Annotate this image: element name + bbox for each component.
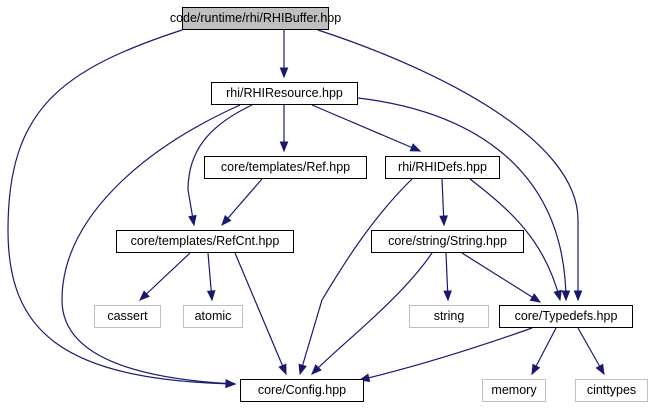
node-rhiresource-hpp[interactable]: rhi/RHIResource.hpp: [211, 82, 358, 105]
edge-ref-to-refcnt: [221, 178, 263, 227]
edge-rhidefs-to-config: [298, 178, 413, 376]
edge-typedefs-to-config: [358, 327, 533, 382]
node-refcnt-hpp[interactable]: core/templates/RefCnt.hpp: [116, 230, 294, 253]
edge-rhiresource-to-ref: [279, 105, 289, 153]
edge-rhiresource-to-rhidefs: [311, 104, 422, 152]
edge-rhibuffer-to-config: [7, 29, 237, 389]
node-rhidefs-hpp[interactable]: rhi/RHIDefs.hpp: [385, 156, 500, 179]
node-rhibuffer-hpp: code/runtime/rhi/RHIBuffer.hpp: [170, 7, 341, 30]
node-typedefs-hpp[interactable]: core/Typedefs.hpp: [499, 305, 633, 328]
node-memory: memory: [482, 379, 546, 402]
node-cassert: cassert: [94, 305, 161, 328]
edge-string-to-stringstd: [443, 252, 452, 302]
edge-rhiresource-to-config: [61, 104, 241, 388]
node-cinttypes: cinttypes: [575, 379, 648, 402]
node-config-hpp[interactable]: core/Config.hpp: [240, 379, 364, 402]
edge-rhibuffer-to-typedefs: [317, 29, 583, 302]
node-string-std: string: [409, 305, 489, 328]
edge-typedefs-to-memory: [531, 327, 557, 376]
edge-typedefs-to-cinttypes: [577, 327, 605, 376]
edge-rhibuffer-to-rhiresource: [279, 30, 289, 79]
edge-rhidefs-to-typedefs: [469, 178, 562, 302]
edge-rhiresource-to-typedefs: [357, 97, 571, 302]
edge-refcnt-to-config: [234, 252, 287, 376]
edge-refcnt-to-cassert: [139, 252, 191, 301]
edge-refcnt-to-atomic: [206, 252, 216, 302]
edge-rhiresource-to-refcnt: [187, 104, 253, 227]
node-string-hpp[interactable]: core/string/String.hpp: [371, 230, 524, 253]
edge-string-to-typedefs: [461, 252, 542, 303]
node-ref-hpp[interactable]: core/templates/Ref.hpp: [204, 156, 367, 179]
node-atomic: atomic: [183, 305, 243, 328]
edge-string-to-config: [311, 252, 433, 375]
edge-rhidefs-to-string: [439, 178, 448, 227]
